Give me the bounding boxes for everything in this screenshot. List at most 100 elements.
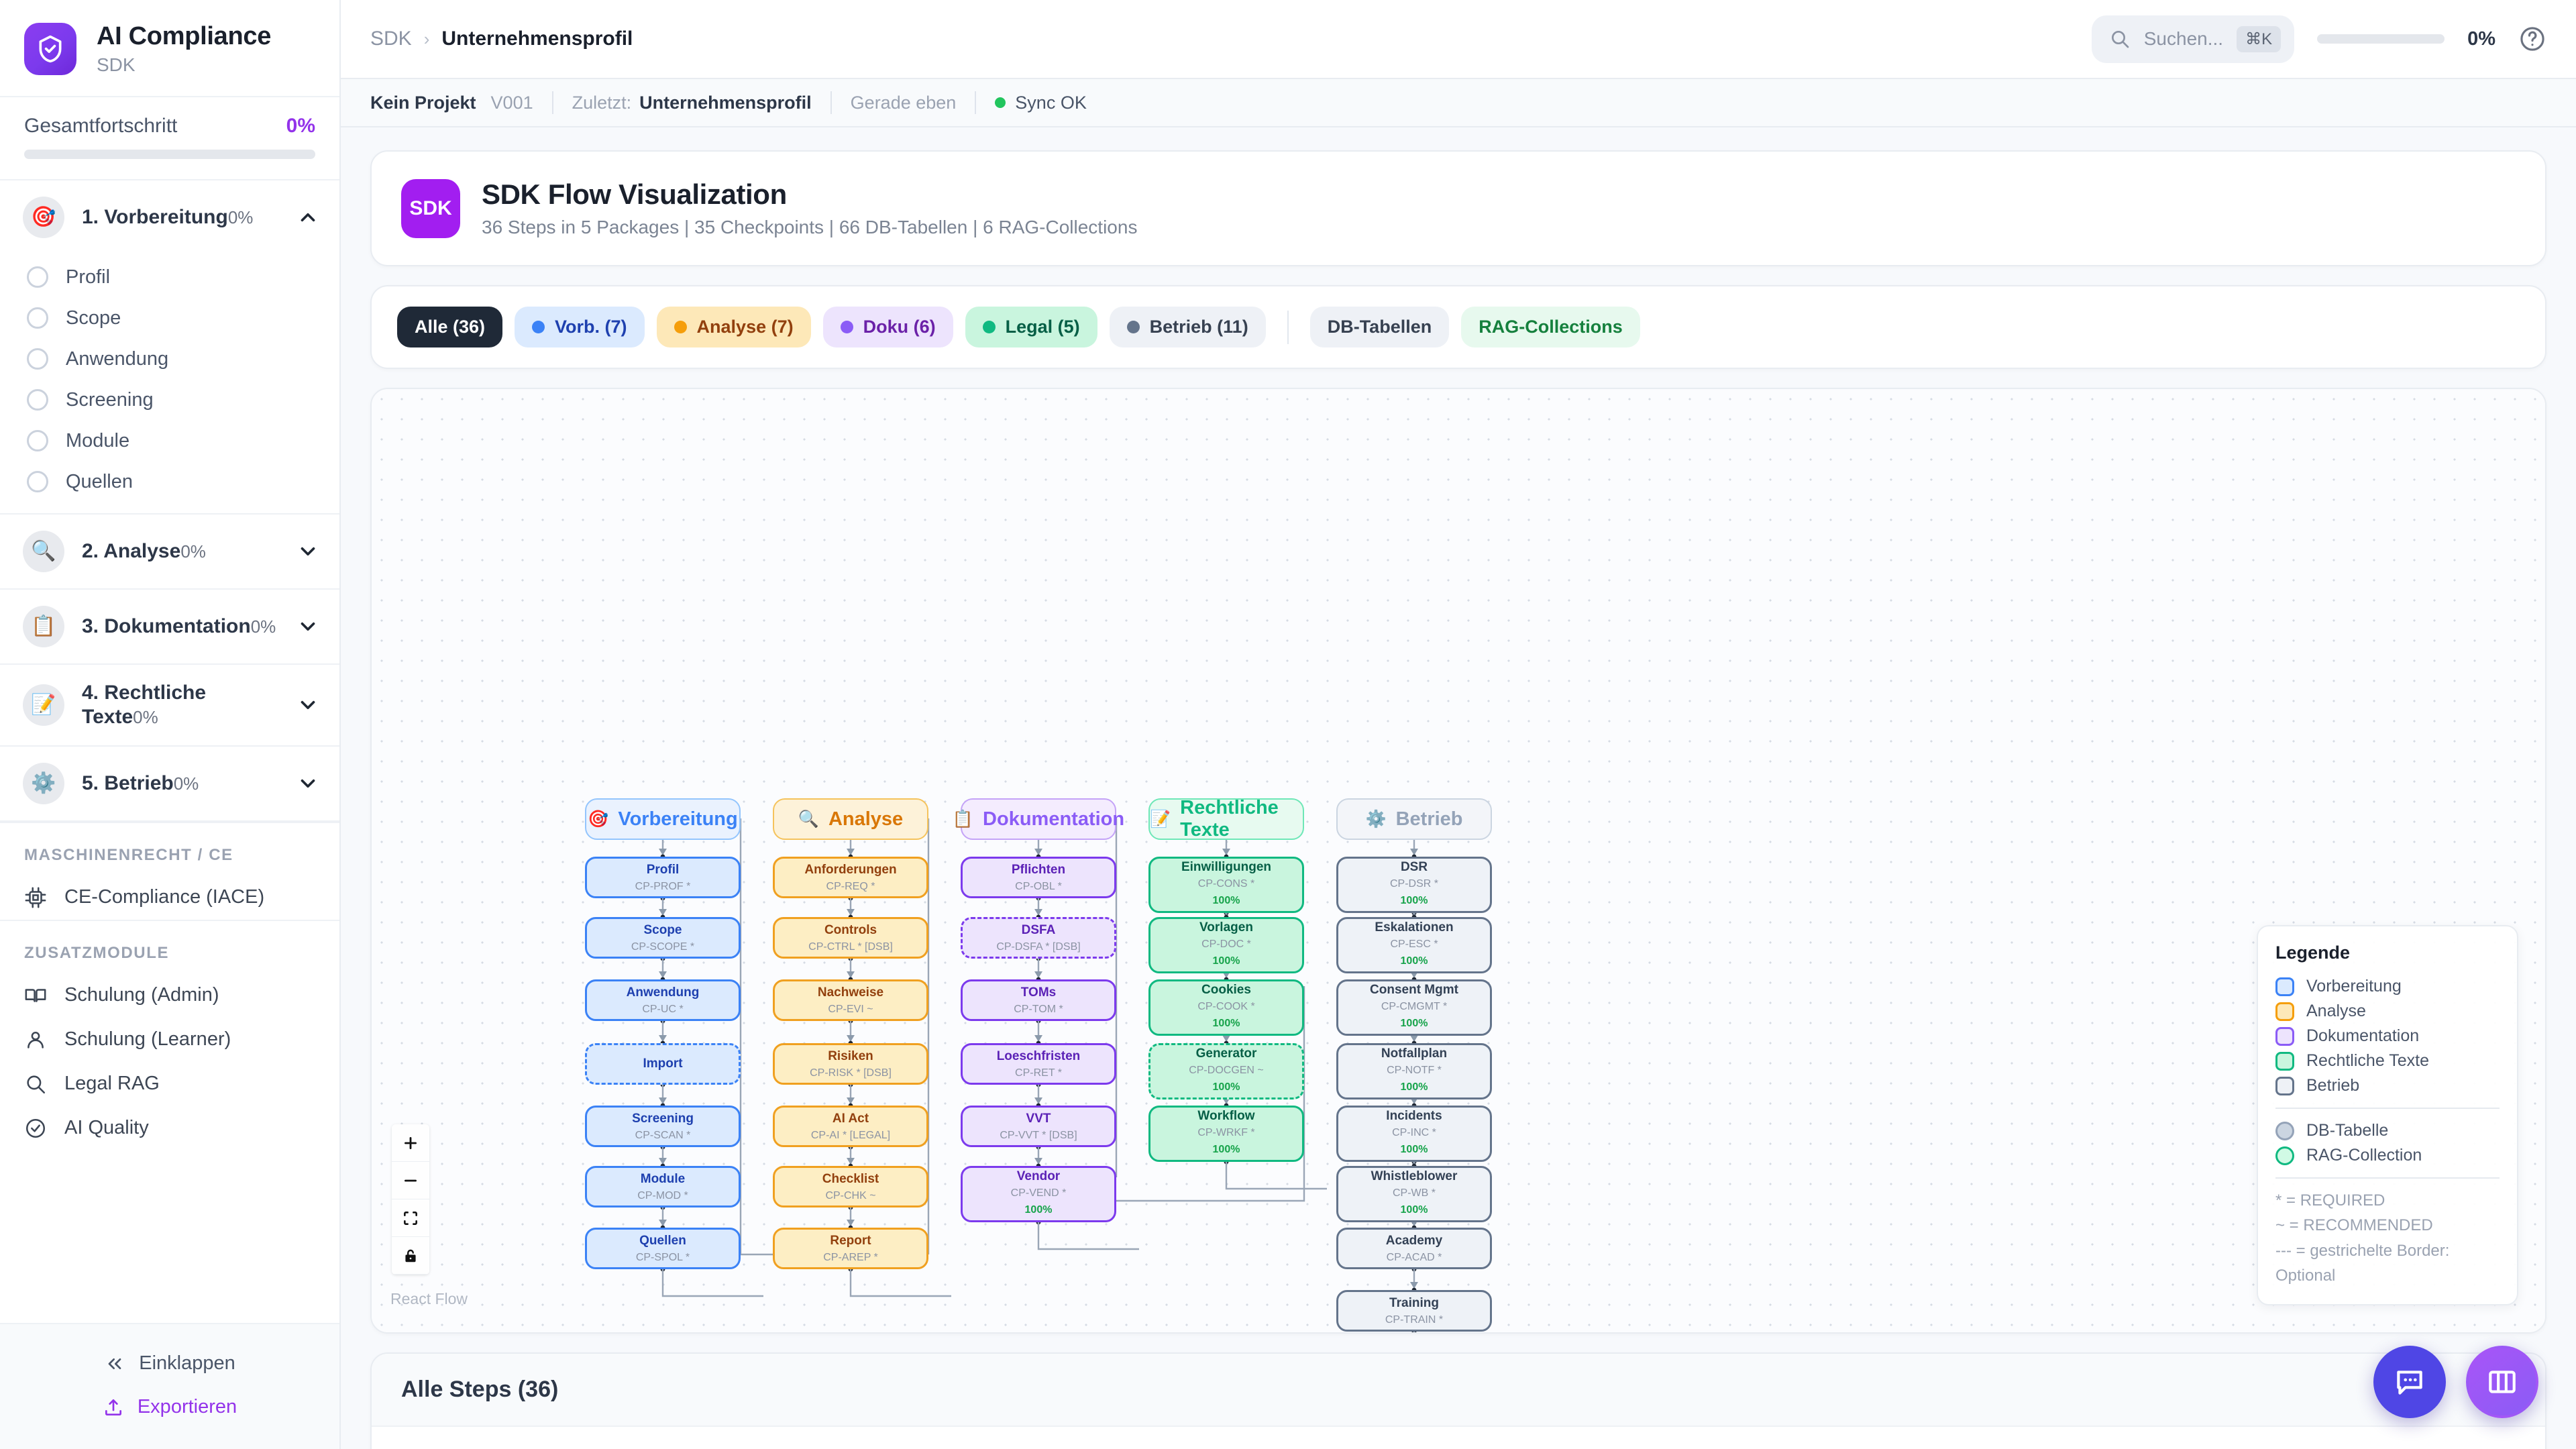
- section-title: 3. Dokumentation: [82, 614, 251, 637]
- brand-subtitle: SDK: [97, 54, 136, 75]
- overall-progress-bar: [24, 149, 315, 159]
- status-radio[interactable]: [27, 307, 48, 329]
- sidebar-subitem-label: Scope: [66, 307, 121, 329]
- filter-pill-1[interactable]: Vorb. (7): [515, 307, 645, 347]
- react-flow-attribution[interactable]: React Flow: [390, 1290, 468, 1307]
- search-input[interactable]: Suchen... ⌘K: [2091, 15, 2295, 63]
- sidebar-item-ce-compliance[interactable]: CE-Compliance (IACE): [0, 875, 339, 920]
- section-percent: 0%: [173, 773, 199, 794]
- sidebar-subitem-screening[interactable]: Screening: [0, 380, 339, 421]
- flow-diagram[interactable]: 🎯Vorbereitung🔍Analyse📋Dokumentation📝Rech…: [370, 388, 2546, 1334]
- breadcrumb-root[interactable]: SDK: [370, 28, 412, 50]
- export-button[interactable]: Exportieren: [0, 1385, 339, 1429]
- sidebar-subitem-anwendung[interactable]: Anwendung: [0, 339, 339, 380]
- sidebar-item-schulung-learner[interactable]: Schulung (Learner): [0, 1018, 339, 1062]
- sidebar-item-ai-quality[interactable]: AI Quality: [0, 1106, 339, 1150]
- node-code: CP-DOC *: [1201, 938, 1251, 950]
- sidebar-section-header[interactable]: 📝4. Rechtliche Texte0%: [0, 665, 339, 745]
- status-radio[interactable]: [27, 471, 48, 493]
- divider: [2275, 1108, 2500, 1110]
- legend-category-4: Betrieb: [2275, 1073, 2500, 1098]
- chevron-down-icon: [301, 700, 315, 709]
- sidebar-subitem-scope[interactable]: Scope: [0, 298, 339, 339]
- legend-shape-dot: [2275, 1146, 2294, 1165]
- filter-extra-pill-1[interactable]: RAG-Collections: [1461, 307, 1640, 347]
- status-radio[interactable]: [27, 389, 48, 411]
- collapse-label: Einklappen: [139, 1352, 235, 1374]
- sidebar-subitem-label: Screening: [66, 388, 154, 411]
- status-radio[interactable]: [27, 266, 48, 288]
- legend-shape-0: DB-Tabelle: [2275, 1118, 2500, 1143]
- node-progress-value: 100%: [1400, 955, 1428, 967]
- sidebar-subitem-profil[interactable]: Profil: [0, 257, 339, 298]
- lock-button[interactable]: [392, 1237, 429, 1275]
- filter-pill-0[interactable]: Alle (36): [397, 307, 503, 347]
- sidebar-section-header[interactable]: 📋3. Dokumentation0%: [0, 590, 339, 663]
- node-code: CP-WRKF *: [1197, 1126, 1255, 1138]
- chat-fab[interactable]: [2373, 1346, 2446, 1418]
- help-circle-icon[interactable]: [2518, 25, 2546, 53]
- filter-pill-5[interactable]: Betrieb (11): [1109, 307, 1266, 347]
- fit-view-button[interactable]: [392, 1199, 429, 1237]
- collapse-sidebar-button[interactable]: Einklappen: [0, 1342, 339, 1385]
- brand-header[interactable]: AI Compliance SDK: [0, 0, 339, 97]
- filter-pill-4[interactable]: Legal (5): [965, 307, 1097, 347]
- panel-fab[interactable]: [2466, 1346, 2538, 1418]
- zoom-in-button[interactable]: [392, 1124, 429, 1162]
- flow-node-import[interactable]: Import: [585, 1043, 741, 1085]
- sidebar-subitem-quellen[interactable]: Quellen: [0, 462, 339, 502]
- sidebar-item-schulung-admin[interactable]: Schulung (Admin): [0, 973, 339, 1018]
- filter-pill-2[interactable]: Analyse (7): [656, 307, 811, 347]
- sidebar-subitem-module[interactable]: Module: [0, 421, 339, 462]
- zoom-out-button[interactable]: [392, 1162, 429, 1199]
- status-radio[interactable]: [27, 430, 48, 452]
- sidebar-section-header[interactable]: ⚙️5. Betrieb0%: [0, 747, 339, 820]
- sidebar-item-legal-rag[interactable]: Legal RAG: [0, 1062, 339, 1106]
- legend-title: Legende: [2275, 943, 2351, 963]
- filter-extra-pill-0[interactable]: DB-Tabellen: [1309, 307, 1450, 347]
- search-icon: [27, 1075, 46, 1093]
- sidebar-section-header[interactable]: 🎯1. Vorbereitung0%: [0, 180, 339, 254]
- sidebar-section-header[interactable]: 🔍2. Analyse0%: [0, 515, 339, 588]
- flow-canvas[interactable]: 🎯Vorbereitung🔍Analyse📋Dokumentation📝Rech…: [372, 389, 2545, 1332]
- status-radio[interactable]: [27, 348, 48, 370]
- filter-pill-3[interactable]: Doku (6): [822, 307, 953, 347]
- node-code: CP-CONS *: [1197, 877, 1255, 890]
- legend-category-2: Dokumentation: [2275, 1024, 2500, 1049]
- node-code: CP-AREP *: [823, 1251, 878, 1263]
- section-emoji-icon: 📝: [23, 684, 64, 726]
